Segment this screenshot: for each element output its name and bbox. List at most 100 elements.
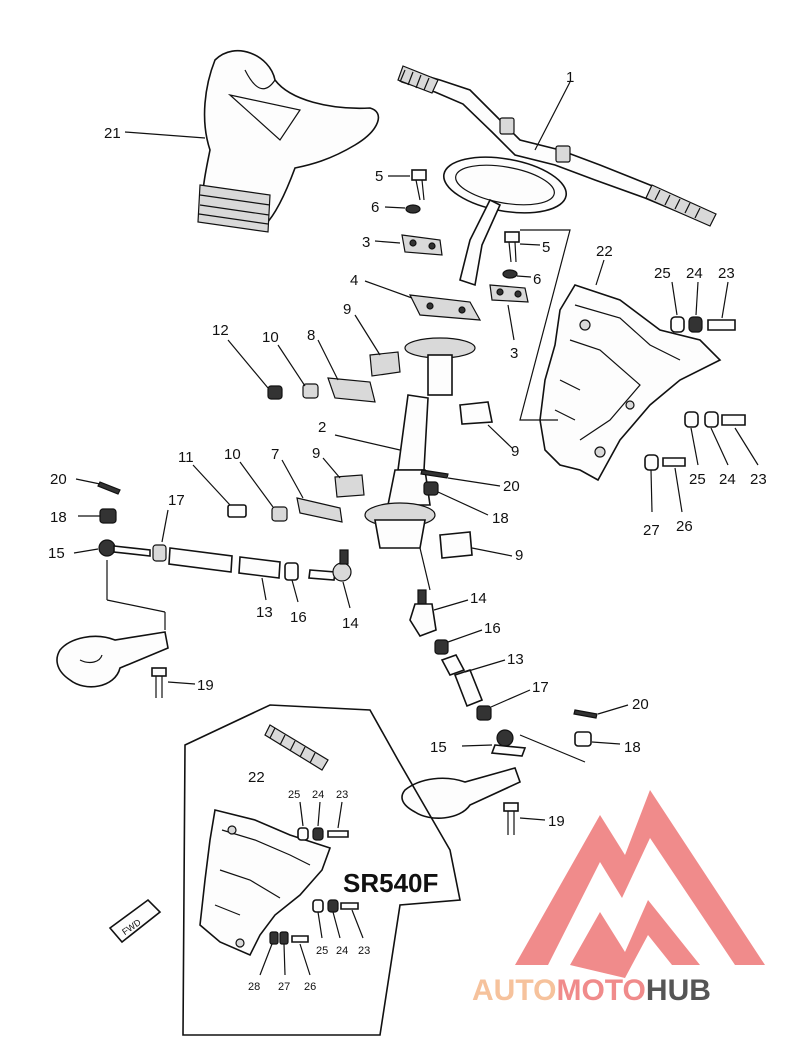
callout-14a: 14: [342, 615, 359, 632]
logo-triangle-outer: [515, 790, 765, 965]
part-22-frame: [539, 284, 722, 482]
bolt-5-upper: [411, 169, 427, 201]
callout-8: 8: [307, 327, 315, 344]
part-14-joint-right: [409, 589, 437, 637]
callout-25d: 25: [316, 945, 328, 957]
callout-20c: 20: [632, 696, 649, 713]
part-10-nut-upper: [302, 383, 319, 399]
callout-3a: 3: [362, 234, 370, 251]
callout-16a: 16: [290, 609, 307, 626]
fasteners-upper: [670, 316, 736, 333]
callout-17b: 17: [532, 679, 549, 696]
callout-7: 7: [271, 446, 279, 463]
part-19-bolt-right: [503, 802, 519, 835]
callout-16b: 16: [484, 620, 501, 637]
inset-model-label: SR540F: [343, 868, 438, 898]
part-20-screw-left: [97, 481, 121, 495]
callout-14b: 14: [470, 590, 487, 607]
callout-24b: 24: [719, 471, 736, 488]
callout-23c: 23: [336, 789, 348, 801]
part-14-joint-left: [308, 549, 352, 582]
part-20-screw-right: [573, 709, 598, 719]
bolt-5-right: [504, 231, 520, 263]
callout-17a: 17: [168, 492, 185, 509]
callout-10b: 10: [224, 446, 241, 463]
part-17-nut-left: [152, 544, 167, 562]
part-16-nut-right: [434, 639, 449, 655]
part-16-nut-left: [284, 562, 299, 581]
callout-15b: 15: [430, 739, 447, 756]
callout-25b: 25: [689, 471, 706, 488]
logo-triangle-inner: [570, 900, 700, 978]
part-20-screw-middle: [420, 469, 449, 479]
part-21-cover: [197, 49, 380, 233]
callout-13a: 13: [256, 604, 273, 621]
callout-15a: 15: [48, 545, 65, 562]
part-15-ball-joint-right: [490, 729, 527, 757]
callout-27b: 27: [278, 981, 290, 993]
washer-6-right: [502, 269, 518, 279]
part-19-bolt-left: [151, 667, 167, 698]
callout-23d: 23: [358, 945, 370, 957]
brand-hub: HUB: [646, 974, 711, 1007]
callout-21: 21: [104, 125, 121, 142]
part-18-nut-right: [574, 731, 592, 747]
callout-23a: 23: [718, 265, 735, 282]
callout-3b: 3: [510, 345, 518, 362]
callout-5b: 5: [542, 239, 550, 256]
callout-12: 12: [212, 322, 229, 339]
callout-26b: 26: [304, 981, 316, 993]
callout-19b: 19: [548, 813, 565, 830]
callout-22b: 22: [248, 769, 265, 786]
callout-18b: 18: [492, 510, 509, 527]
part-3-clamp-right: [489, 284, 529, 303]
callout-18a: 18: [50, 509, 67, 526]
sr540f-inset: [108, 704, 461, 1036]
part-3-clamp-left: [401, 234, 443, 256]
brand-auto: AUTO: [472, 974, 556, 1007]
part-18-nut-middle: [423, 481, 439, 496]
part-13-rod-right: [440, 654, 484, 708]
callout-5a: 5: [375, 168, 383, 185]
part-12-nut: [267, 385, 283, 400]
callout-11: 11: [178, 449, 194, 466]
callout-18c: 18: [624, 739, 641, 756]
part-8-plate: [327, 377, 376, 403]
callout-26a: 26: [676, 518, 693, 535]
callout-4: 4: [350, 272, 358, 289]
callout-23b: 23: [750, 471, 767, 488]
callout-20a: 20: [50, 471, 67, 488]
callout-9a: 9: [343, 301, 351, 318]
part-10-nut-lower: [271, 506, 288, 522]
callout-6b: 6: [533, 271, 541, 288]
part-17-nut-right: [476, 705, 492, 721]
part-9-bush-4: [439, 531, 473, 559]
washer-6-upper: [405, 204, 421, 214]
watermark-logo: [515, 790, 765, 978]
callout-27a: 27: [643, 522, 660, 539]
part-9-bush-2: [459, 401, 493, 425]
callout-25a: 25: [654, 265, 671, 282]
callout-19a: 19: [197, 677, 214, 694]
callout-13b: 13: [507, 651, 524, 668]
left-knuckle: [56, 560, 169, 688]
part-4-bracket: [408, 294, 482, 321]
part-11-bolt: [227, 504, 247, 518]
fasteners-lower: [644, 411, 746, 471]
part-15-ball-joint-left: [98, 539, 151, 557]
callout-2: 2: [318, 419, 326, 436]
callout-6a: 6: [371, 199, 379, 216]
callout-9d: 9: [515, 547, 523, 564]
watermark-brand: AUTOMOTOHUB: [472, 974, 711, 1007]
part-9-bush-3: [334, 474, 365, 498]
callout-24d: 24: [336, 945, 348, 957]
part-13-rod-left: [168, 547, 281, 579]
part-2-steering-column: [364, 337, 476, 591]
callout-9b: 9: [511, 443, 519, 460]
callout-1: 1: [566, 69, 574, 86]
part-9-bush-1: [369, 351, 401, 377]
brand-moto: MOTO: [556, 974, 645, 1007]
callout-24a: 24: [686, 265, 703, 282]
part-7-arm: [296, 497, 343, 523]
